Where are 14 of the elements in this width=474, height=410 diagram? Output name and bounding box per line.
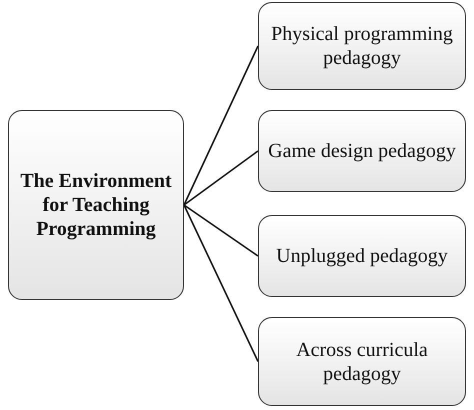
connector-line [184,204,258,257]
connector-line [184,150,258,206]
box-text: Game design pedagogy [267,139,457,163]
category-box [258,2,466,90]
box-text: The Environment for Teaching Programming [19,169,173,241]
category-box [258,215,466,297]
category-box [258,110,466,192]
box-text: Physical programming pedagogy [270,22,454,70]
topic-box [8,110,184,300]
category-box [258,317,466,406]
box-text: Across curricula pedagogy [295,338,429,386]
box-text: Unplugged pedagogy [275,244,449,268]
connector-line [183,204,259,362]
connector-line [183,46,259,206]
